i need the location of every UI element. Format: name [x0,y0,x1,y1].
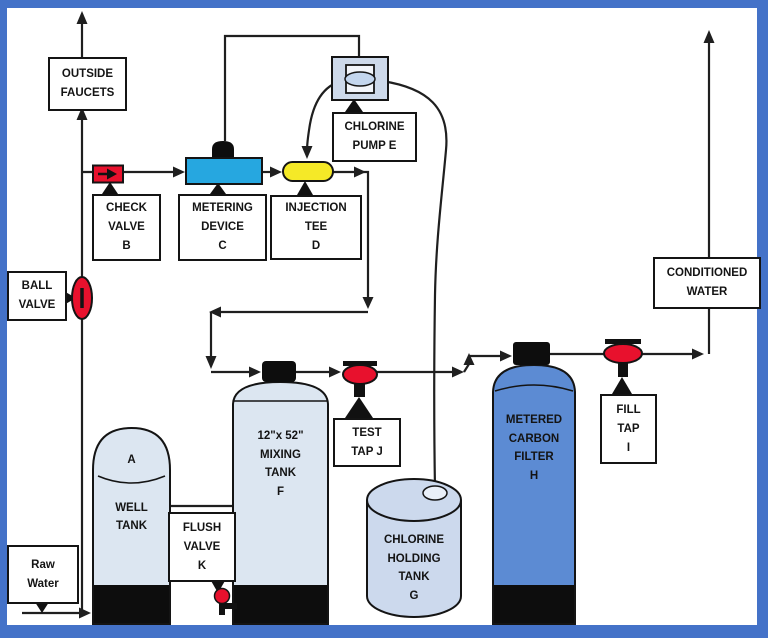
label-metering-device-c: METERING DEVICE C [178,194,267,261]
metering-device-body [185,157,263,185]
pointer-check-valve-icon [102,182,118,194]
injection-tee-shape [282,161,334,182]
label-raw-water: Raw Water [7,545,79,604]
well-tank-body [92,426,171,625]
label-flush-valve-k: FLUSH VALVE K [168,512,236,582]
pipe-jog [463,363,470,373]
check-valve-shape [92,164,124,184]
metering-device-cap [212,141,234,158]
pipe-chlorine-discharge [305,78,346,152]
fill-tap-bar [605,339,641,344]
fill-tap-stem [618,362,628,377]
flush-spigot-handle [213,587,231,605]
arrow-into-testtap-icon [329,366,341,378]
chlorine-tank-body [366,500,462,618]
flow-arrows [76,11,715,619]
test-tap-shape [342,361,378,397]
fill-tap-shape [603,339,643,377]
arrow-discharge-into-tee-icon [301,146,313,159]
arrow-into-carbon-icon [500,350,512,362]
fill-tap-nozzle-icon [612,377,632,394]
mixing-tank-label: 12"x 52" MIXING TANK F [257,430,304,498]
pipes [22,14,711,615]
chlorine-pump-shape [331,56,389,101]
pump-head [344,71,376,87]
label-check-valve-b: CHECK VALVE B [92,194,161,261]
label-conditioned-water: CONDITIONED WATER [653,257,761,309]
carbon-filter-base [494,585,574,623]
arrow-to-conditioned-icon [692,348,704,360]
arrow-jog-right-icon [452,366,464,378]
chlorine-holding-tank-shape [366,478,462,618]
carbon-filter-label: METERED CARBON FILTER H [505,414,563,482]
check-valve-arrow-icon [107,168,117,180]
pointer-flush-valve-icon [210,579,226,593]
test-tap-nozzle-icon [345,397,373,418]
arrow-jog-up-icon [463,353,475,365]
arrow-conditioned-up-icon [703,30,715,43]
well-tank-base [94,585,169,623]
well-tank-id-label: A [127,453,136,466]
carbon-filter-shape [492,342,576,625]
test-tap-valve [342,364,378,385]
arrow-downcomer-icon [362,297,374,309]
mixing-tank-shape [232,361,329,625]
arrow-into-outside-faucets-icon [76,107,88,120]
label-chlorine-pump-e: CHLORINE PUMP E [332,112,417,162]
pipe-tee-downcomer [333,170,370,297]
arrow-raw-into-welltank-icon [79,607,91,619]
fill-tap-valve [603,343,643,364]
well-tank-shape [92,426,171,625]
pointer-tee-icon [297,181,313,195]
chlorine-tank-opening [422,485,448,501]
label-fill-tap-i: FILL TAP I [600,394,657,464]
arrow-down-to-mixing-icon [205,356,217,369]
pipe-chlorine-suction [381,79,448,490]
mixing-tank-cap [262,361,296,382]
well-tank-dome-line [97,475,166,484]
arrow-after-tee-icon [354,166,366,178]
chlorine-tank-label: CHLORINE HOLDING TANK G [383,534,445,602]
test-tap-bar [343,361,377,366]
test-tap-stem [354,383,365,397]
chlorine-tank-top [366,478,462,522]
mixing-tank-base [234,585,327,623]
flush-valve-spigot-shape [213,587,237,615]
well-tank-label: WELL TANK [115,501,148,533]
arrow-into-mixing-icon [249,366,261,378]
flush-spigot-outlet [222,603,237,609]
label-outside-faucets: OUTSIDE FAUCETS [48,57,127,111]
arrow-into-metering-icon [173,166,185,178]
pipe-metering-to-pump [223,34,361,141]
arrow-return-left-icon [209,306,221,318]
pointer-metering-icon [210,183,226,194]
ball-valve-shape [71,276,93,320]
arrow-into-tee-icon [270,166,282,178]
label-ball-valve: BALL VALVE [7,271,67,321]
carbon-filter-cap [513,342,550,365]
arrow-up-top-left-icon [76,11,88,24]
pointer-pump-icon [345,99,363,112]
label-injection-tee-d: INJECTION TEE D [270,195,362,260]
label-test-tap-j: TEST TAP J [333,418,401,467]
metering-device-shape [185,141,263,185]
carbon-filter-dome-line [494,384,574,392]
